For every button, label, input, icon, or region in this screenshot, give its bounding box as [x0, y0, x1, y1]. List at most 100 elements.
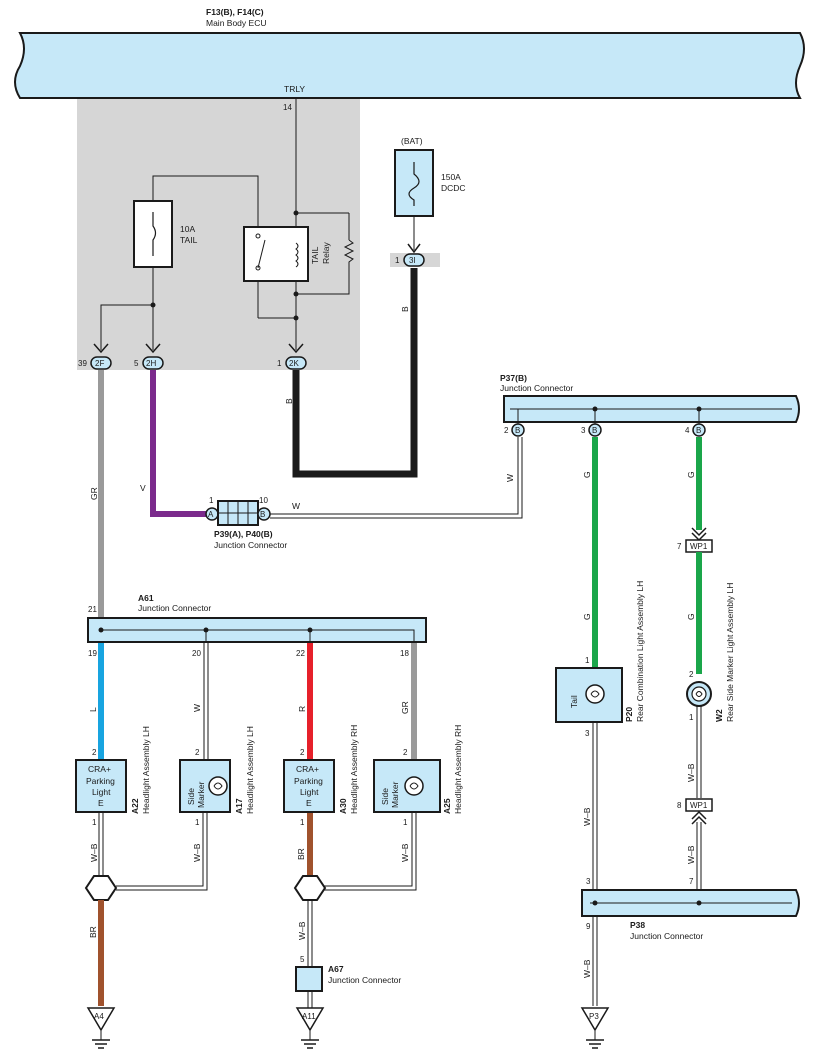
svg-text:2: 2: [689, 670, 694, 679]
fuse-icon: [152, 212, 157, 256]
p39-label: P39(A), P40(B): [214, 529, 273, 539]
bulb-filament-icon: [590, 690, 600, 698]
tail-relay-box: [243, 226, 309, 282]
wire-label-b-left: B: [284, 398, 294, 404]
svg-text:A: A: [208, 510, 214, 519]
svg-text:2: 2: [92, 748, 97, 757]
ecu-internal-area: [77, 99, 360, 370]
ecu-output-2h: 2H 5: [134, 343, 164, 370]
wire-label-gr: GR: [89, 487, 99, 500]
svg-text:1: 1: [585, 656, 590, 665]
wire-label-g: G: [582, 471, 592, 478]
wire-label-wb: W–B: [400, 843, 410, 862]
dcdc-fuse-name: DCDC: [441, 183, 466, 193]
wire-wb-a25-outline: [324, 813, 417, 891]
dcdc-connector-code: 3I: [409, 256, 416, 265]
relay-coil-icon: [295, 242, 299, 268]
component-p20-id: P20: [624, 707, 634, 722]
wire-label-g: G: [582, 613, 592, 620]
component-w2-name: Rear Side Marker Light Assembly LH: [725, 583, 735, 722]
trly-terminal-label: TRLY: [284, 84, 305, 94]
tail-fuse-name: TAIL: [180, 235, 198, 245]
wp1-top-label: WP1: [690, 542, 708, 551]
wire-w-p37-outline: [270, 437, 523, 519]
p39-junction-connector: A 1 B 10 P39(A), P40(B) Junction Connect…: [205, 496, 287, 550]
trly-pin-number: 14: [283, 103, 292, 112]
wire-w-p37: [270, 437, 519, 515]
svg-text:Tail: Tail: [569, 695, 579, 708]
ecu-name-label: Main Body ECU: [206, 18, 266, 28]
p37-junction-dot: [592, 406, 598, 412]
component-w2-id: W2: [714, 709, 724, 722]
svg-text:4: 4: [685, 426, 690, 435]
wp1-top-pin: 7: [677, 542, 682, 551]
p38-label: P38: [630, 920, 645, 930]
svg-text:3: 3: [585, 729, 590, 738]
a61-junction-dot: [98, 627, 104, 633]
p37-pin-3: B 3: [581, 423, 602, 437]
svg-text:Parking: Parking: [294, 776, 323, 786]
a61-pin: 20: [192, 649, 201, 658]
svg-text:2: 2: [195, 748, 200, 757]
svg-text:A4: A4: [94, 1012, 104, 1021]
ground-p3: P3: [580, 1007, 610, 1049]
wire-label-br: BR: [296, 848, 306, 860]
p38-pin-out: 9: [586, 922, 591, 931]
a67-connector: [295, 966, 323, 992]
fuse-icon: [408, 162, 420, 206]
svg-text:2F: 2F: [95, 359, 104, 368]
wire-label-r: R: [297, 706, 307, 712]
svg-text:1: 1: [300, 818, 305, 827]
a61-junction-dot: [307, 627, 313, 633]
splice-point-icon: [293, 875, 327, 901]
p38-junction-dot: [592, 900, 598, 906]
resistor-icon: [343, 239, 355, 268]
a61-junction-dot: [203, 627, 209, 633]
wp1-bottom-arrow: [691, 810, 707, 825]
wire-wb-a17: [116, 813, 204, 887]
svg-text:Marker: Marker: [390, 781, 400, 808]
ecu-junction-dots: [150, 210, 299, 321]
wire-wb-a25: [324, 813, 413, 887]
bulb-icon: [691, 686, 707, 702]
component-a30-id: A30: [338, 798, 348, 814]
svg-text:A11: A11: [302, 1012, 316, 1021]
bat-source-label: (BAT): [401, 136, 423, 146]
p38-pin-in: 3: [586, 877, 591, 886]
wp1-bottom-pin: 8: [677, 801, 682, 810]
wire-label-l: L: [88, 707, 98, 712]
component-a22-name: Headlight Assembly LH: [141, 726, 151, 814]
svg-text:B: B: [515, 426, 520, 435]
component-a25-id: A25: [442, 798, 452, 814]
wire-label-w: W: [192, 704, 202, 712]
svg-text:Parking: Parking: [86, 776, 115, 786]
wire-label-b-right: B: [400, 306, 410, 312]
relay-switch-icon: [255, 233, 266, 271]
wire-label-w-vertical: W: [505, 474, 515, 482]
component-a22: 2 CRA+ Parking Light E A22 Headlight Ass…: [75, 726, 151, 827]
svg-text:Light: Light: [92, 787, 111, 797]
a67-label: A67: [328, 964, 344, 974]
a61-desc: Junction Connector: [138, 603, 211, 613]
wire-label-wb: W–B: [89, 843, 99, 862]
svg-text:2: 2: [300, 748, 305, 757]
wire-label-g: G: [686, 613, 696, 620]
component-a25: 2 Side Marker A25 Headlight Assembly RH …: [373, 725, 463, 827]
svg-text:5: 5: [134, 359, 139, 368]
svg-text:1: 1: [92, 818, 97, 827]
svg-text:E: E: [98, 798, 104, 808]
wire-label-gr: GR: [400, 701, 410, 714]
p37-pin-2: B 2: [504, 423, 525, 437]
svg-text:CRA+: CRA+: [296, 764, 319, 774]
p38-pin-in: 7: [689, 877, 694, 886]
svg-text:2: 2: [403, 748, 408, 757]
a67-desc: Junction Connector: [328, 975, 401, 985]
a61-label: A61: [138, 593, 154, 603]
component-a22-id: A22: [130, 798, 140, 814]
svg-text:Side: Side: [380, 788, 390, 805]
component-a17-name: Headlight Assembly LH: [245, 726, 255, 814]
svg-text:3: 3: [581, 426, 586, 435]
dcdc-fuse-box: [394, 149, 434, 217]
wp1-bottom-label: WP1: [690, 801, 708, 810]
a67-pin: 5: [300, 955, 305, 964]
